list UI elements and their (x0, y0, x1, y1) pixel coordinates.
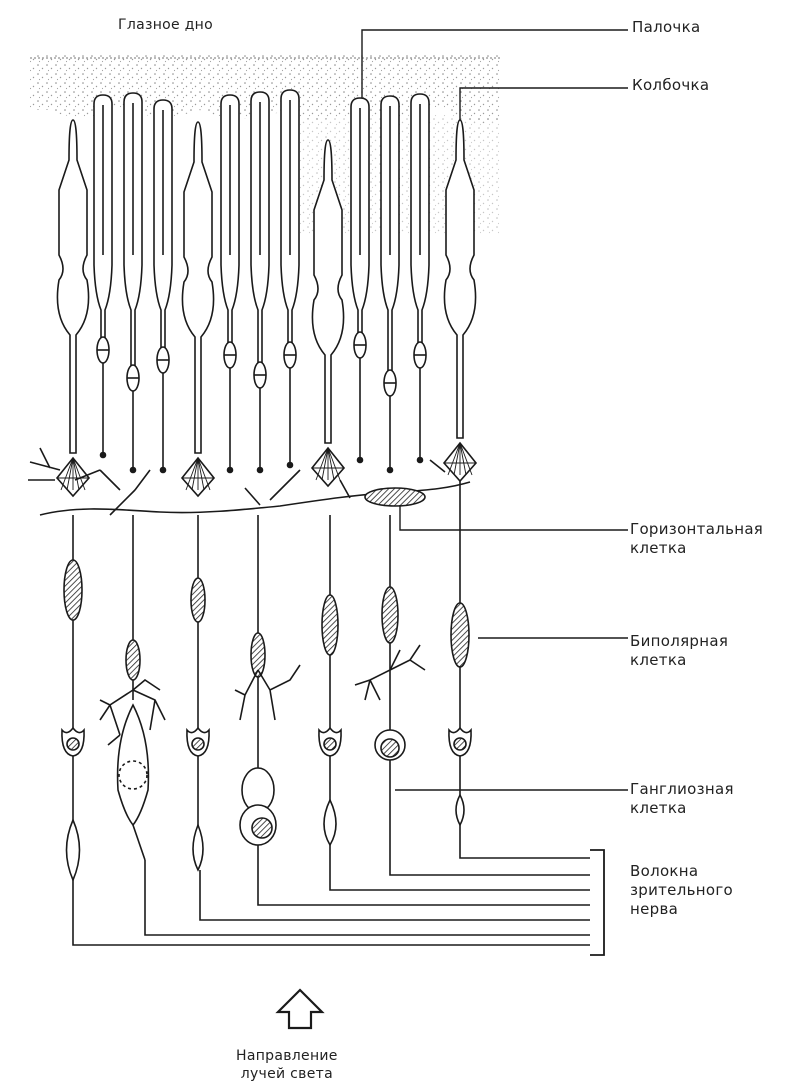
neurite (133, 825, 145, 860)
cone-cell (57, 120, 89, 496)
cone-body (57, 120, 88, 453)
cone-pedicle (312, 448, 344, 486)
neuron-column (187, 515, 209, 870)
rod-spherule (418, 458, 423, 463)
ganglion-nucleus (119, 761, 147, 789)
neuron-layer (62, 480, 471, 880)
rod-inner-segment (124, 265, 142, 366)
rod-label: Палочка (632, 18, 700, 37)
neuron-column (100, 515, 165, 860)
bipolar-cell-body (191, 578, 205, 622)
rod-inner-segment (281, 265, 299, 343)
bipolar-cell-body (451, 603, 469, 667)
horizontal-cell (365, 488, 425, 506)
axon-swelling (67, 820, 80, 880)
fundus-label: Глазное дно (118, 16, 213, 35)
cone-label: Колбочка (632, 76, 709, 95)
rod-inner-segment (411, 265, 429, 343)
neuron-column (449, 480, 471, 825)
cone-pedicle (444, 443, 476, 481)
cone-pedicle (182, 458, 214, 496)
rod-spherule (358, 458, 363, 463)
rod-cell (251, 92, 269, 473)
bipolar-cell-body (382, 587, 398, 643)
rod-cell (411, 94, 429, 463)
neuron-column (319, 515, 341, 845)
rod-cell (154, 100, 172, 473)
rod-inner-segment (94, 265, 112, 338)
ganglion-nucleus (454, 738, 466, 750)
ganglion-nucleus (192, 738, 204, 750)
optic-nerve-fibers (73, 780, 604, 955)
bipolar-cell-body (64, 560, 82, 620)
rod-cell (221, 95, 239, 473)
rod-cell (351, 98, 369, 463)
rod-spherule (131, 468, 136, 473)
rod-spherule (388, 468, 393, 473)
ganglion-nucleus (381, 739, 399, 757)
ganglion-nucleus (67, 738, 79, 750)
up-arrow-outline-icon (278, 990, 322, 1028)
rod-spherule (228, 468, 233, 473)
ganglion-nucleus (252, 818, 272, 838)
axon-swelling (456, 795, 464, 825)
rod-inner-segment (154, 265, 172, 348)
ganglion-nucleus (324, 738, 336, 750)
rod-inner-segment (251, 265, 269, 363)
rod-cell (124, 93, 142, 473)
rod-spherule (161, 468, 166, 473)
rod-spherule (101, 453, 106, 458)
neuron-column (62, 515, 84, 880)
rod-spherule (288, 463, 293, 468)
bipolar-cell-body (126, 640, 140, 680)
bipolar-cell-body (322, 595, 338, 655)
photoreceptor-layer (57, 90, 476, 496)
dendritic-tree (235, 665, 300, 720)
axon-swelling (324, 800, 336, 845)
rod-inner-segment (351, 265, 369, 333)
axon-swelling (193, 825, 203, 870)
cone-body (182, 122, 213, 453)
rod-cell (381, 96, 399, 473)
rod-cell (94, 95, 112, 458)
cone-cell (182, 122, 214, 496)
neuron-column (355, 515, 425, 780)
rod-spherule (258, 468, 263, 473)
rod-cell (281, 90, 299, 468)
neuron-column (235, 515, 300, 850)
rod-inner-segment (221, 265, 239, 343)
rod-inner-segment (381, 265, 399, 371)
